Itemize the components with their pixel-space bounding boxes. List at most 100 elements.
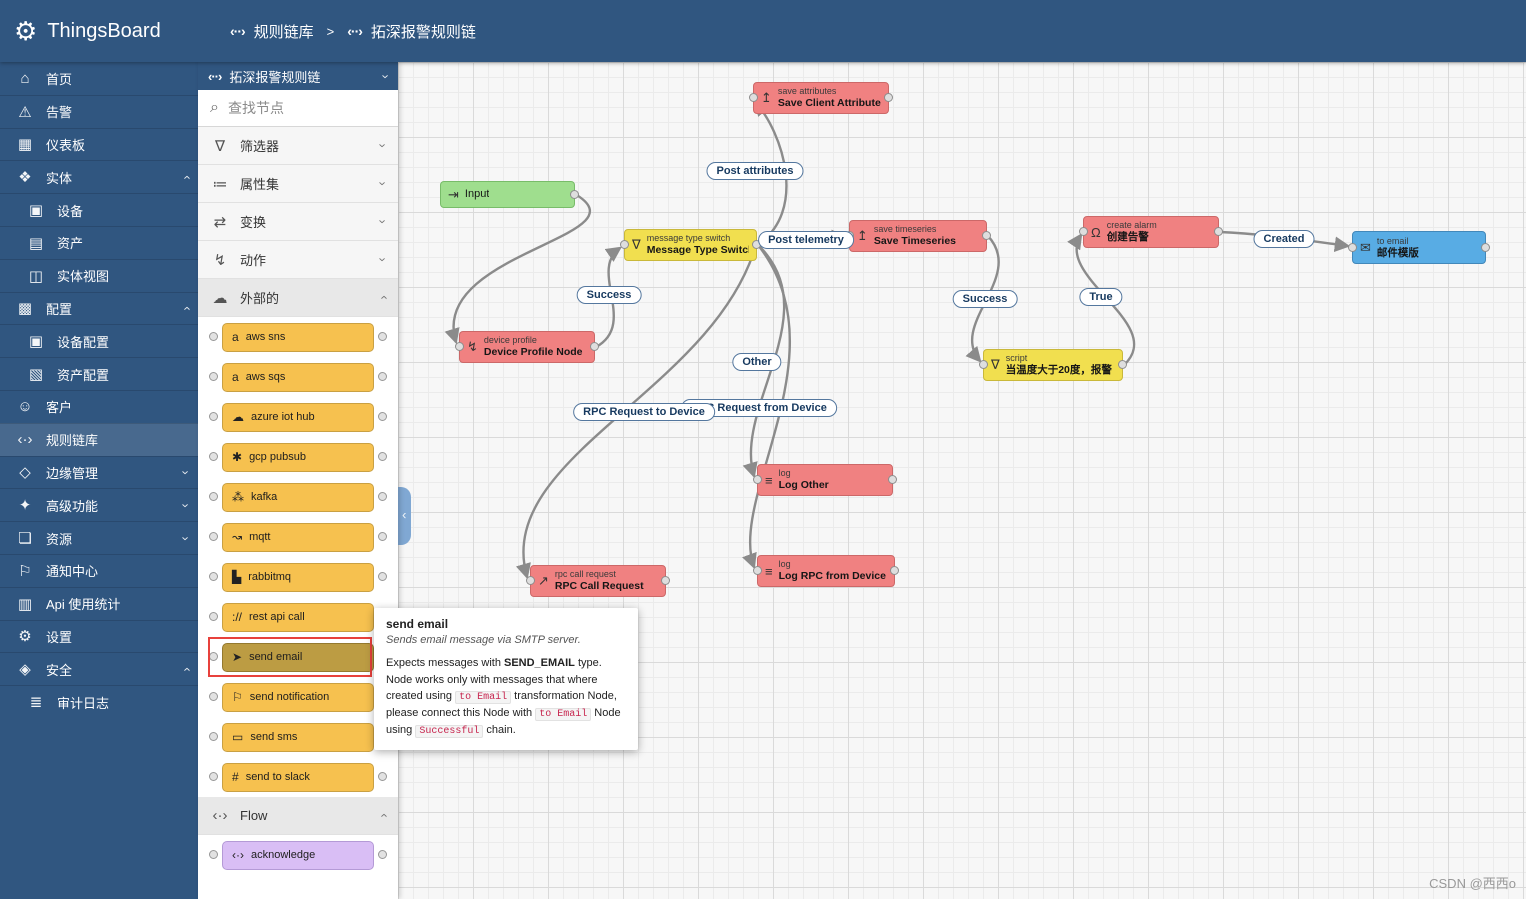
node-type-label: log xyxy=(778,559,791,570)
sidebar-item-rule-chains[interactable]: ‹·›规则链库 xyxy=(0,422,198,456)
sidebar-item-device-profiles[interactable]: ▣设备配置 xyxy=(0,324,198,357)
output-port-dot[interactable] xyxy=(661,576,670,585)
sidebar-item-profiles[interactable]: ▩配置› xyxy=(0,291,198,325)
palette-node-send-sms[interactable]: ▭send sms xyxy=(198,717,398,757)
palette-title: 拓深报警规则链 xyxy=(229,69,321,85)
create-alarm-icon: Ω xyxy=(1091,224,1101,240)
input-port-dot[interactable] xyxy=(455,342,464,351)
sidebar-item-api-usage[interactable]: ▥Api 使用统计 xyxy=(0,586,198,620)
sidebar-item-entity-views[interactable]: ◫实体视图 xyxy=(0,258,198,292)
input-port-dot[interactable] xyxy=(620,240,629,249)
output-port-dot[interactable] xyxy=(890,566,899,575)
rule-chains-icon: ‹·› xyxy=(17,431,33,449)
sidebar-item-advanced-features[interactable]: ✦高级功能› xyxy=(0,488,198,521)
palette-node-send-email[interactable]: ➤send email xyxy=(198,637,398,677)
output-port-dot[interactable] xyxy=(1481,242,1490,252)
palette-node-azure-iot-hub[interactable]: ☁azure iot hub xyxy=(198,397,398,437)
filters-icon: ∇ xyxy=(214,137,226,155)
input-port-dot[interactable] xyxy=(1348,242,1357,252)
node-name: Save Client Attributes xyxy=(777,97,881,110)
palette-category-external[interactable]: ☁外部的› xyxy=(198,279,398,317)
palette-node-rest-api-call[interactable]: ://rest api call xyxy=(198,597,398,637)
edge-label[interactable]: Success xyxy=(576,286,642,304)
sidebar-item-dashboards[interactable]: ▦仪表板 xyxy=(0,127,198,161)
edge-label[interactable]: RPC Request to Device xyxy=(573,403,715,421)
edge-label[interactable]: Success xyxy=(952,290,1018,308)
output-port-dot[interactable] xyxy=(982,231,991,240)
sidebar-item-home[interactable]: ⌂首页 xyxy=(0,62,198,95)
advanced-features-icon: ✦ xyxy=(18,497,32,515)
input-port-dot[interactable] xyxy=(749,93,758,102)
sidebar-item-edge-management[interactable]: ◇边缘管理› xyxy=(0,455,198,489)
edge-label[interactable]: True xyxy=(1079,288,1123,306)
output-port-dot[interactable] xyxy=(590,342,599,351)
palette-header[interactable]: ‹··› 拓深报警规则链 › xyxy=(198,62,398,90)
palette-node-rabbitmq[interactable]: ▙rabbitmq xyxy=(198,557,398,597)
sidebar-item-audit-logs[interactable]: ≣审计日志 xyxy=(0,685,198,718)
palette-category-filters[interactable]: ∇筛选器› xyxy=(198,127,398,165)
input-port-dot[interactable] xyxy=(753,475,762,484)
palette-node-box: ✱gcp pubsub xyxy=(222,442,374,472)
output-port-dot[interactable] xyxy=(1214,227,1223,236)
palette-category-enrichment[interactable]: ≔属性集› xyxy=(198,165,398,203)
palette-category-transformation[interactable]: ⇄变换› xyxy=(198,203,398,241)
edge-switch-rpc-call-request[interactable] xyxy=(515,244,758,580)
palette-node-acknowledge[interactable]: ‹·›acknowledge xyxy=(198,835,398,875)
sidebar-item-entities[interactable]: ❖实体› xyxy=(0,160,198,193)
output-port-dot[interactable] xyxy=(1118,360,1127,369)
sidebar-item-alarms[interactable]: ⚠告警 xyxy=(0,94,198,128)
sidebar-item-assets[interactable]: ▤资产 xyxy=(0,225,198,259)
input-port-dot[interactable] xyxy=(526,576,535,585)
sidebar-item-customers[interactable]: ☺客户 xyxy=(0,389,198,423)
palette-node-send-notification[interactable]: ⚐send notification xyxy=(198,677,398,717)
palette-search: ⌕ xyxy=(198,90,398,127)
input-port-dot[interactable] xyxy=(1079,227,1088,236)
breadcrumb-rule-chains[interactable]: 规则链库 xyxy=(253,23,314,41)
palette-node-mqtt[interactable]: ↝mqtt xyxy=(198,517,398,557)
sidebar-item-settings[interactable]: ⚙设置 xyxy=(0,619,198,653)
sidebar-item-security[interactable]: ◈安全› xyxy=(0,652,198,685)
palette-category-action[interactable]: ↯动作› xyxy=(198,241,398,279)
chevron-down-icon: › xyxy=(378,73,394,79)
palette-node-gcp-pubsub[interactable]: ✱gcp pubsub xyxy=(198,437,398,477)
thingsboard-logo[interactable]: ⚙ ThingsBoard xyxy=(0,18,198,44)
palette-collapse-handle[interactable]: › xyxy=(398,487,411,545)
sidebar-item-resources[interactable]: ❏资源› xyxy=(0,521,198,554)
output-port-dot[interactable] xyxy=(570,189,579,199)
sidebar-item-asset-profiles[interactable]: ▧资产配置 xyxy=(0,357,198,390)
input-port-dot[interactable] xyxy=(979,360,988,369)
palette-category-flow[interactable]: ‹·›Flow› xyxy=(198,797,398,835)
node-input[interactable]: ⇥Input xyxy=(440,181,579,208)
top-bar: ⚙ ThingsBoard ‹··› 规则链库 > ‹··› 拓深报警规则链 xyxy=(0,0,1526,62)
edge-label[interactable]: RPC Request from Device xyxy=(681,399,837,417)
palette-node-kafka[interactable]: ⁂kafka xyxy=(198,477,398,517)
search-input[interactable] xyxy=(227,100,386,116)
sidebar-item-devices[interactable]: ▣设备 xyxy=(0,193,198,226)
output-port-dot[interactable] xyxy=(884,93,893,102)
palette-node-send-to-slack[interactable]: #send to slack xyxy=(198,757,398,797)
output-port-dot[interactable] xyxy=(888,475,897,484)
edge-label[interactable]: Created xyxy=(1253,230,1315,248)
sidebar-item-notification-center[interactable]: ⚐通知中心 xyxy=(0,553,198,587)
edge-label[interactable]: Post attributes xyxy=(706,162,804,180)
chevron-up-icon: › xyxy=(178,667,194,672)
input-port-dot[interactable] xyxy=(753,566,762,575)
edge-switch-log-rpc[interactable] xyxy=(742,244,791,570)
edge-input-device-profile[interactable] xyxy=(444,192,592,345)
edge-label[interactable]: Post telemetry xyxy=(758,231,854,249)
edge-label[interactable]: Other xyxy=(732,353,782,371)
